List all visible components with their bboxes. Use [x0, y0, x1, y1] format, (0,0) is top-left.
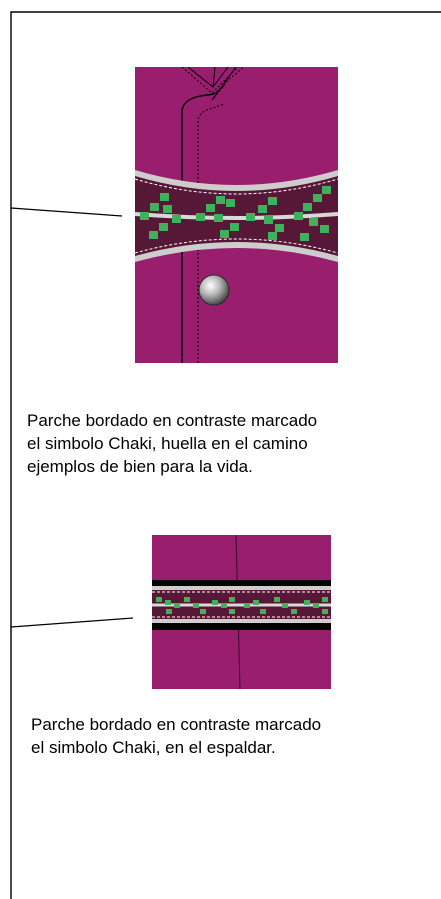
caption-line: Parche bordado en contraste marcado	[31, 715, 322, 734]
placket-edge	[181, 93, 215, 363]
leader-line-front	[10, 207, 123, 217]
collar-lines	[181, 67, 245, 101]
placket-stitch	[197, 103, 225, 363]
chaki-motif-back	[156, 597, 328, 614]
front-button	[198, 274, 230, 306]
caption-line: ejemplos de bien para la vida.	[27, 457, 253, 476]
chaki-motif	[140, 186, 331, 241]
page-frame	[10, 11, 441, 899]
caption-line: el simbolo Chaki, en el espaldar.	[31, 738, 276, 757]
front-detail-caption: Parche bordado en contraste marcado el s…	[27, 409, 317, 478]
back-chaki-band	[152, 580, 331, 630]
caption-line: Parche bordado en contraste marcado	[27, 411, 318, 430]
front-chaki-band	[135, 170, 338, 262]
caption-line: el simbolo Chaki, huella en el camino	[27, 434, 308, 453]
back-detail-image	[152, 535, 331, 689]
back-detail-caption: Parche bordado en contraste marcado el s…	[31, 713, 321, 759]
leader-line-back	[10, 617, 134, 628]
front-detail-image	[135, 67, 338, 363]
